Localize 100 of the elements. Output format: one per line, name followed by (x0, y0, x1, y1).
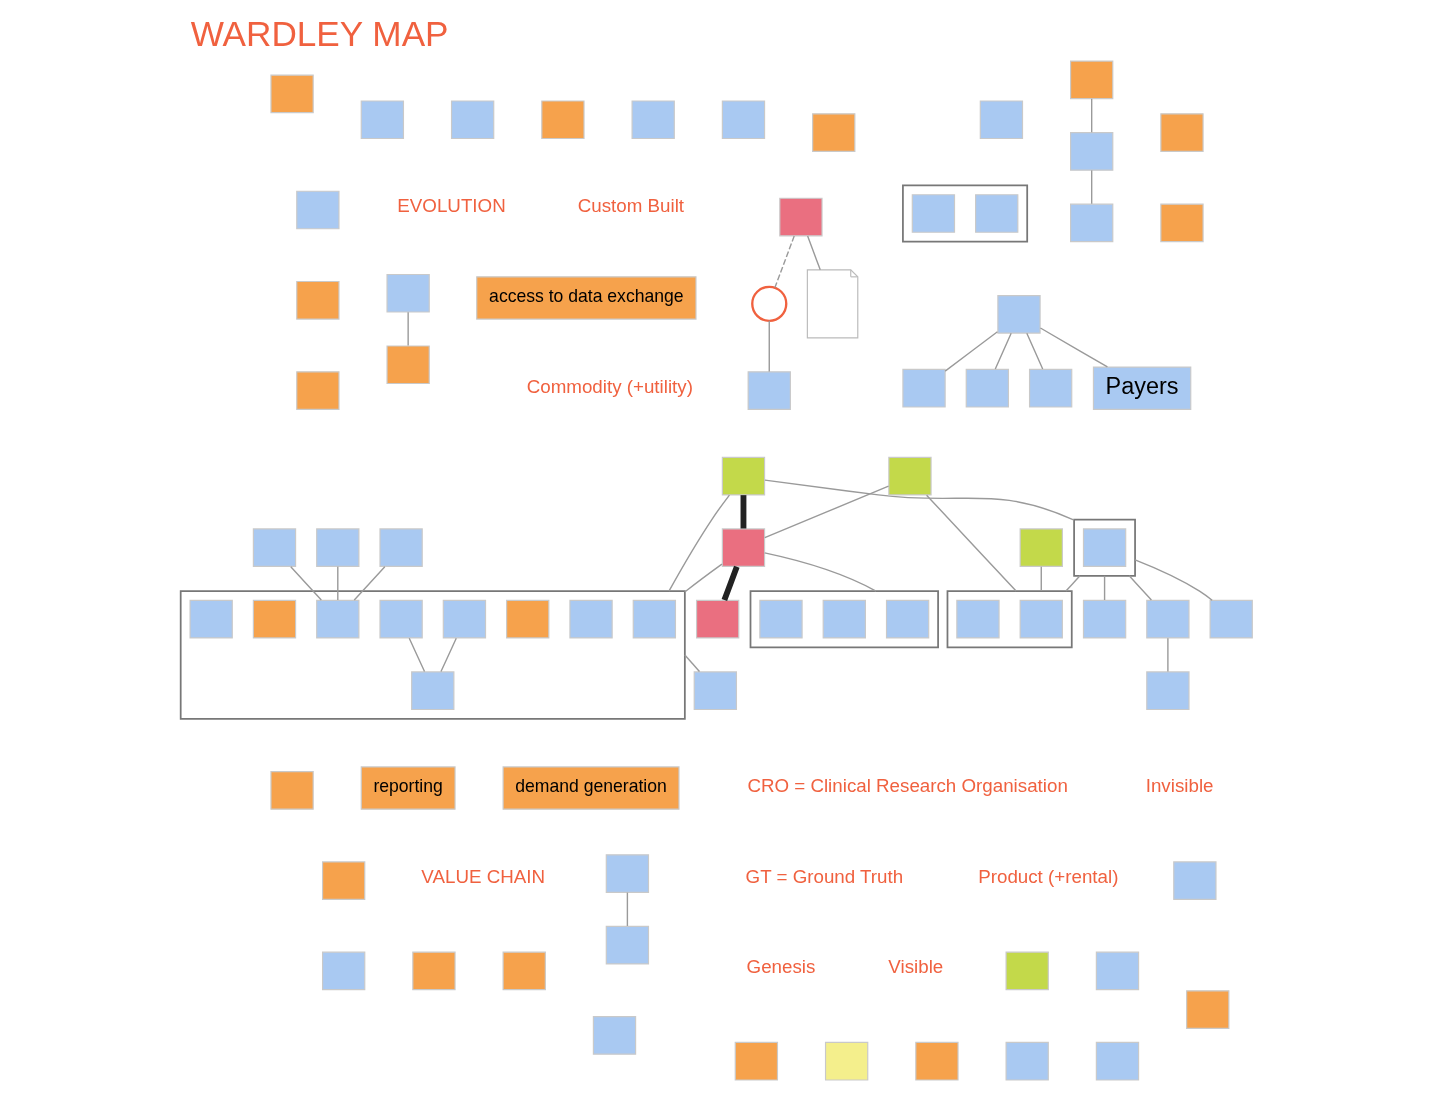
connector (721, 565, 740, 602)
node-box (505, 599, 549, 639)
node-box (442, 599, 486, 639)
label: Visible (887, 956, 943, 978)
node-box (824, 1041, 868, 1081)
node-box (822, 599, 866, 639)
cluster (946, 590, 1073, 649)
node-box (695, 599, 739, 639)
label: GT = Ground Truth (745, 865, 903, 887)
connector (806, 235, 821, 271)
node-box (955, 599, 1000, 639)
node-box (758, 599, 803, 639)
connector (626, 891, 628, 927)
connector (1128, 575, 1152, 601)
connector (439, 637, 457, 673)
connector (925, 494, 1017, 592)
node-box (295, 280, 340, 320)
node-box (252, 599, 296, 639)
connector (763, 479, 1075, 521)
node-box (1082, 599, 1126, 639)
node-box (411, 951, 456, 991)
connector (1040, 565, 1042, 592)
connector (768, 320, 770, 373)
connector (1039, 327, 1108, 368)
node-box (631, 100, 675, 140)
node-box (914, 1041, 959, 1081)
node-box (1069, 203, 1113, 243)
connector (740, 495, 746, 529)
connector (943, 331, 998, 372)
connector (763, 485, 889, 539)
label: Commodity (+utility) (526, 375, 693, 397)
label: Genesis (746, 956, 815, 978)
connector (1103, 575, 1105, 601)
node-box (385, 345, 430, 385)
node-box (1005, 1041, 1049, 1081)
node-box (1019, 599, 1063, 639)
node-box (605, 925, 649, 965)
connector (408, 637, 425, 673)
connector (667, 494, 730, 592)
node-circle (750, 285, 787, 322)
connector (1064, 575, 1081, 592)
node-box (605, 854, 649, 893)
connector (353, 565, 385, 601)
node-box: access to data exchange (475, 276, 697, 320)
node-box (568, 599, 613, 639)
node-box (1028, 368, 1072, 408)
node-box (778, 197, 823, 237)
diagram-title: WARDLEY MAP (190, 13, 449, 53)
node-box (1159, 203, 1204, 243)
node-box (360, 100, 404, 140)
node-box: demand generation (502, 766, 680, 810)
node-box (592, 1016, 636, 1055)
node-box (189, 599, 233, 639)
node-box (1145, 671, 1190, 711)
node-box (410, 671, 454, 711)
node-box (295, 371, 340, 410)
node-box (321, 861, 365, 900)
connector (1133, 559, 1213, 601)
node-box (378, 599, 423, 639)
node-box (295, 190, 340, 230)
node-box (885, 599, 929, 639)
cluster (749, 590, 939, 649)
label: EVOLUTION (396, 195, 506, 217)
node-box (1005, 951, 1049, 991)
connector (289, 565, 322, 601)
node-box (1095, 951, 1139, 991)
node-box (1095, 1041, 1139, 1081)
connector (683, 654, 700, 673)
node-box (721, 456, 765, 496)
node-box (734, 1041, 778, 1081)
node-box (1019, 528, 1063, 567)
node-box (632, 599, 676, 639)
label: Invisible (1145, 775, 1213, 797)
connector (1090, 169, 1092, 205)
node-box (1185, 990, 1229, 1029)
label: VALUE CHAIN (420, 865, 545, 887)
node-box (1069, 132, 1113, 171)
node-box (911, 194, 955, 233)
label: Product (+rental) (977, 865, 1118, 887)
node-box (1209, 599, 1253, 639)
node-box (721, 100, 765, 140)
node-box (721, 528, 765, 567)
node-box (979, 100, 1023, 140)
node-box: reporting (360, 766, 456, 810)
node-box (502, 951, 546, 991)
connector (336, 565, 338, 601)
node-box (747, 371, 791, 410)
node-box (315, 599, 359, 639)
node-box: Payers (1092, 366, 1191, 410)
node-box (1172, 861, 1217, 900)
node-box (1159, 113, 1204, 152)
connector (763, 552, 877, 592)
node-box (811, 113, 855, 152)
node-box (996, 295, 1041, 334)
node-box (450, 100, 494, 140)
connector (683, 563, 723, 593)
connector (1166, 637, 1169, 673)
connector (994, 332, 1012, 370)
node-box (1069, 60, 1113, 100)
node-box (974, 194, 1018, 233)
